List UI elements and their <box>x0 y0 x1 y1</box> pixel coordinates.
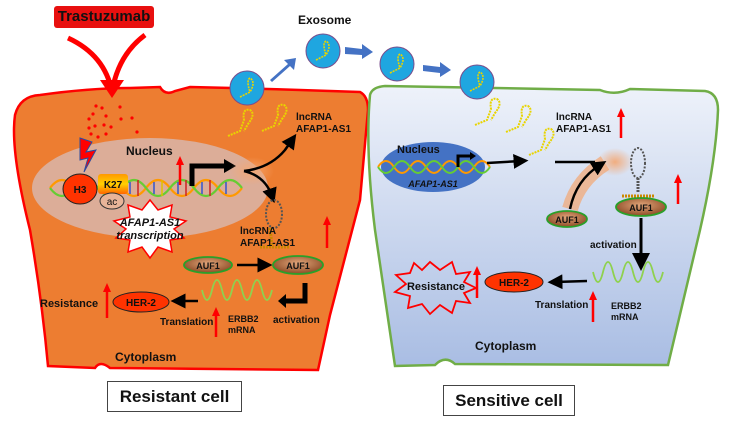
sensitive-auf1-bound-label: AUF1 <box>629 203 653 213</box>
dna-helix-sensitive <box>377 160 491 174</box>
cytoplasm-label: Cytoplasm <box>115 350 176 364</box>
k27-mark <box>98 174 128 194</box>
sensitive-translation-arrow <box>547 274 588 290</box>
sensitive-mrna-line-1: ERBB2 <box>611 301 642 311</box>
mrna-line-1: ERBB2 <box>228 314 259 324</box>
k27-label: K27 <box>104 180 123 191</box>
burst-line-1: AFAP1-AS1 <box>119 217 181 229</box>
auf1-free-label: AUF1 <box>196 261 220 271</box>
lncrna-mid-line-1: lncRNA <box>240 226 276 237</box>
sensitive-cell-caption: Sensitive cell <box>443 385 575 416</box>
auf1-bound-label: AUF1 <box>286 261 310 271</box>
transcription-burst <box>112 198 188 260</box>
lncrna-bound-icon <box>260 199 290 249</box>
ac-label: ac <box>107 197 118 208</box>
lncrna-top-line-2: AFAP1-AS1 <box>296 124 351 135</box>
up-arrow-icon <box>473 266 481 298</box>
resistance-label: Resistance <box>40 298 98 310</box>
up-arrow-icon <box>589 291 597 322</box>
burst-line-2: transcription <box>116 230 184 242</box>
up-arrow-icon <box>103 283 111 318</box>
exosome-icon <box>379 46 415 82</box>
gene-label: AFAP1-AS1 <box>407 179 458 189</box>
lncrna-mid-line-2: AFAP1-AS1 <box>240 238 295 249</box>
her2-sensitive <box>484 271 544 293</box>
transcription-start-arrow <box>189 163 225 186</box>
exosome-icon <box>459 64 495 100</box>
exosome-icon <box>305 33 341 69</box>
auf1-free-sensitive <box>546 210 588 228</box>
her2-label: HER-2 <box>126 298 156 309</box>
transcription-start-arrow-sensitive <box>456 154 472 167</box>
mrna-line-2: mRNA <box>228 325 256 335</box>
lncrna-hairpin-icon <box>227 103 288 137</box>
activation-label: activation <box>273 315 320 326</box>
auf1-bound-resistant <box>272 255 324 275</box>
auf1-bound-sensitive <box>615 197 667 217</box>
split-arrow-up <box>243 133 297 173</box>
sensitive-cell-membrane <box>367 84 720 368</box>
auf1-free-resistant <box>183 256 233 274</box>
sensitive-translation-label: Translation <box>535 300 588 311</box>
up-arrow-icon <box>323 216 331 248</box>
lncrna-hairpin-icon <box>474 97 555 156</box>
sensitive-cytoplasm-label: Cytoplasm <box>475 339 536 353</box>
sensitive-lncrna-line-2: AFAP1-AS1 <box>556 124 611 135</box>
lncrna-bound-icon <box>622 147 654 198</box>
sensitive-her2-label: HER-2 <box>499 278 529 289</box>
histone-h3 <box>62 173 98 205</box>
exosome-transfer-arrows <box>270 44 451 82</box>
resistant-nucleus <box>32 138 268 238</box>
up-arrow-icon <box>212 307 220 337</box>
sensitive-erbb2-mrna-wave <box>592 261 664 283</box>
sensitive-lncrna-line-1: lncRNA <box>556 112 592 123</box>
exosome-vesicles <box>229 33 495 106</box>
exosome-label: Exosome <box>298 13 352 27</box>
glow <box>230 157 274 185</box>
lncrna-top-line-1: lncRNA <box>296 112 332 123</box>
auf1-curve-arrow <box>568 161 607 210</box>
trastuzumab-label: Trastuzumab <box>54 6 154 28</box>
erbb2-mrna-wave <box>201 279 273 301</box>
sensitive-nucleus-label: Nucleus <box>397 144 440 156</box>
exosome-icon <box>229 70 265 106</box>
her2-resistant <box>112 291 170 313</box>
up-arrow-icon <box>674 174 682 204</box>
lightning-icon <box>79 137 97 173</box>
h3-label: H3 <box>74 185 87 196</box>
activation-arrow <box>284 283 308 304</box>
up-arrow-icon <box>176 156 184 185</box>
export-arrow <box>486 153 529 169</box>
translation-label: Translation <box>160 317 213 328</box>
sensitive-activation-label: activation <box>590 240 637 251</box>
drug-particles <box>87 104 139 139</box>
sensitive-mrna-line-2: mRNA <box>611 312 639 322</box>
up-arrow-icon <box>617 108 625 138</box>
resistant-cell-caption: Resistant cell <box>107 381 242 412</box>
sensitive-resistance-label: Resistance <box>407 281 465 293</box>
resistance-burst <box>392 260 479 316</box>
split-arrow-down <box>243 169 277 204</box>
sensitive-auf1-free-label: AUF1 <box>555 215 579 225</box>
resistant-nucleus-label: Nucleus <box>126 144 173 158</box>
acetyl-mark <box>99 192 125 210</box>
